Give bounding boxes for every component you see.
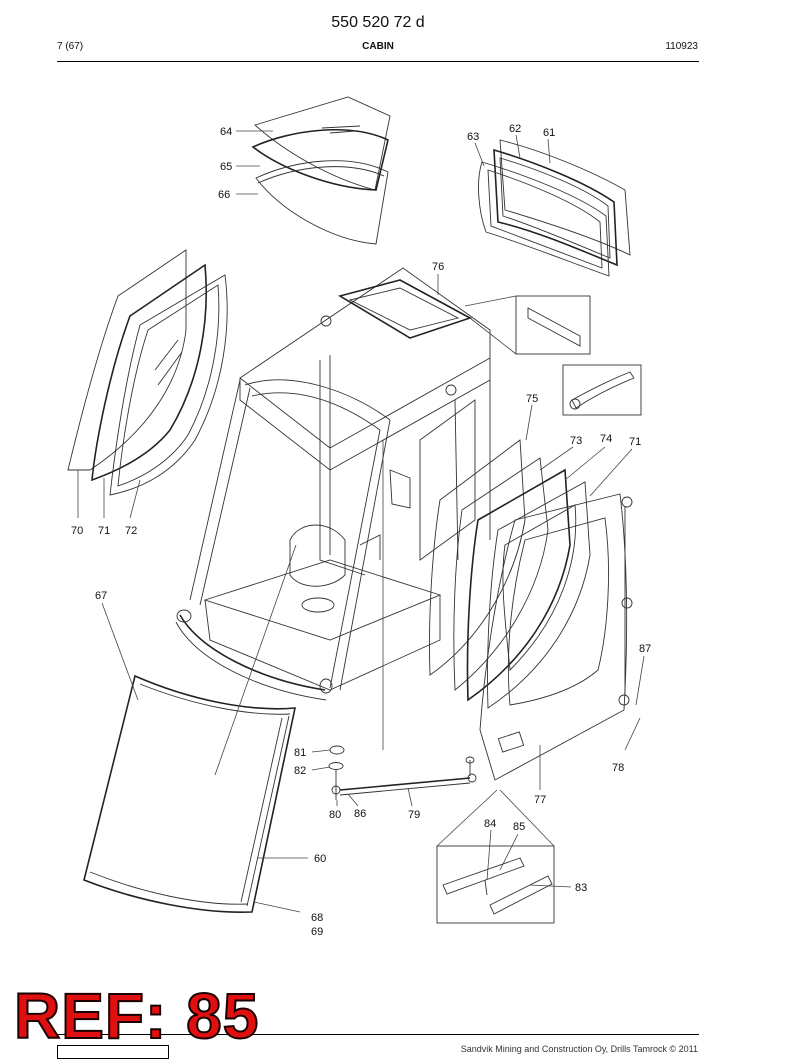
callout-81: 81 [294, 747, 306, 759]
callout-62: 62 [509, 123, 521, 135]
header-rule [57, 61, 699, 62]
left-side-window-parts [67, 249, 228, 496]
page-number: 7 (67) [57, 41, 84, 52]
callout-82: 82 [294, 765, 306, 777]
callout-61: 61 [543, 127, 555, 139]
document-number: 550 520 72 d [331, 14, 425, 31]
callout-70: 70 [71, 525, 83, 537]
callout-79: 79 [408, 809, 420, 821]
callout-80: 80 [329, 809, 341, 821]
callout-86: 86 [354, 808, 366, 820]
callout-71-left: 71 [98, 525, 110, 537]
callout-77: 77 [534, 794, 546, 806]
detail-boxes [436, 295, 642, 924]
callout-69: 69 [311, 926, 323, 938]
ref-stamp: REF: 85 [13, 980, 260, 1052]
leader-lines [77, 130, 645, 913]
callout-84: 84 [484, 818, 496, 830]
callout-68: 68 [311, 912, 323, 924]
callout-85: 85 [513, 821, 525, 833]
callout-60: 60 [314, 853, 326, 865]
callout-64: 64 [220, 126, 232, 138]
roof-window-parts [251, 96, 391, 245]
date-code: 110923 [665, 41, 698, 52]
callout-78: 78 [612, 762, 624, 774]
section-title: CABIN [362, 41, 394, 52]
callout-66: 66 [218, 189, 230, 201]
cabin-door [479, 493, 633, 781]
footer-rule [57, 1034, 699, 1035]
callout-74: 74 [600, 433, 612, 445]
rear-window-parts [478, 139, 631, 277]
callout-65: 65 [220, 161, 232, 173]
callout-labels: 64 65 66 63 62 61 76 75 73 74 71 70 71 7… [71, 123, 651, 938]
callout-63: 63 [467, 131, 479, 143]
callout-76: 76 [432, 261, 444, 273]
door-window-parts [429, 439, 591, 709]
callout-73: 73 [570, 435, 582, 447]
callout-71-right: 71 [629, 436, 641, 448]
callout-75: 75 [526, 393, 538, 405]
callout-67: 67 [95, 590, 107, 602]
cabin-frame [175, 267, 491, 701]
callout-83: 83 [575, 882, 587, 894]
gas-strut-parts [328, 745, 477, 800]
footer-copyright: Sandvik Mining and Construction Oy, Dril… [460, 1044, 698, 1054]
callout-87: 87 [639, 643, 651, 655]
callout-72: 72 [125, 525, 137, 537]
windscreen-parts [83, 674, 297, 913]
